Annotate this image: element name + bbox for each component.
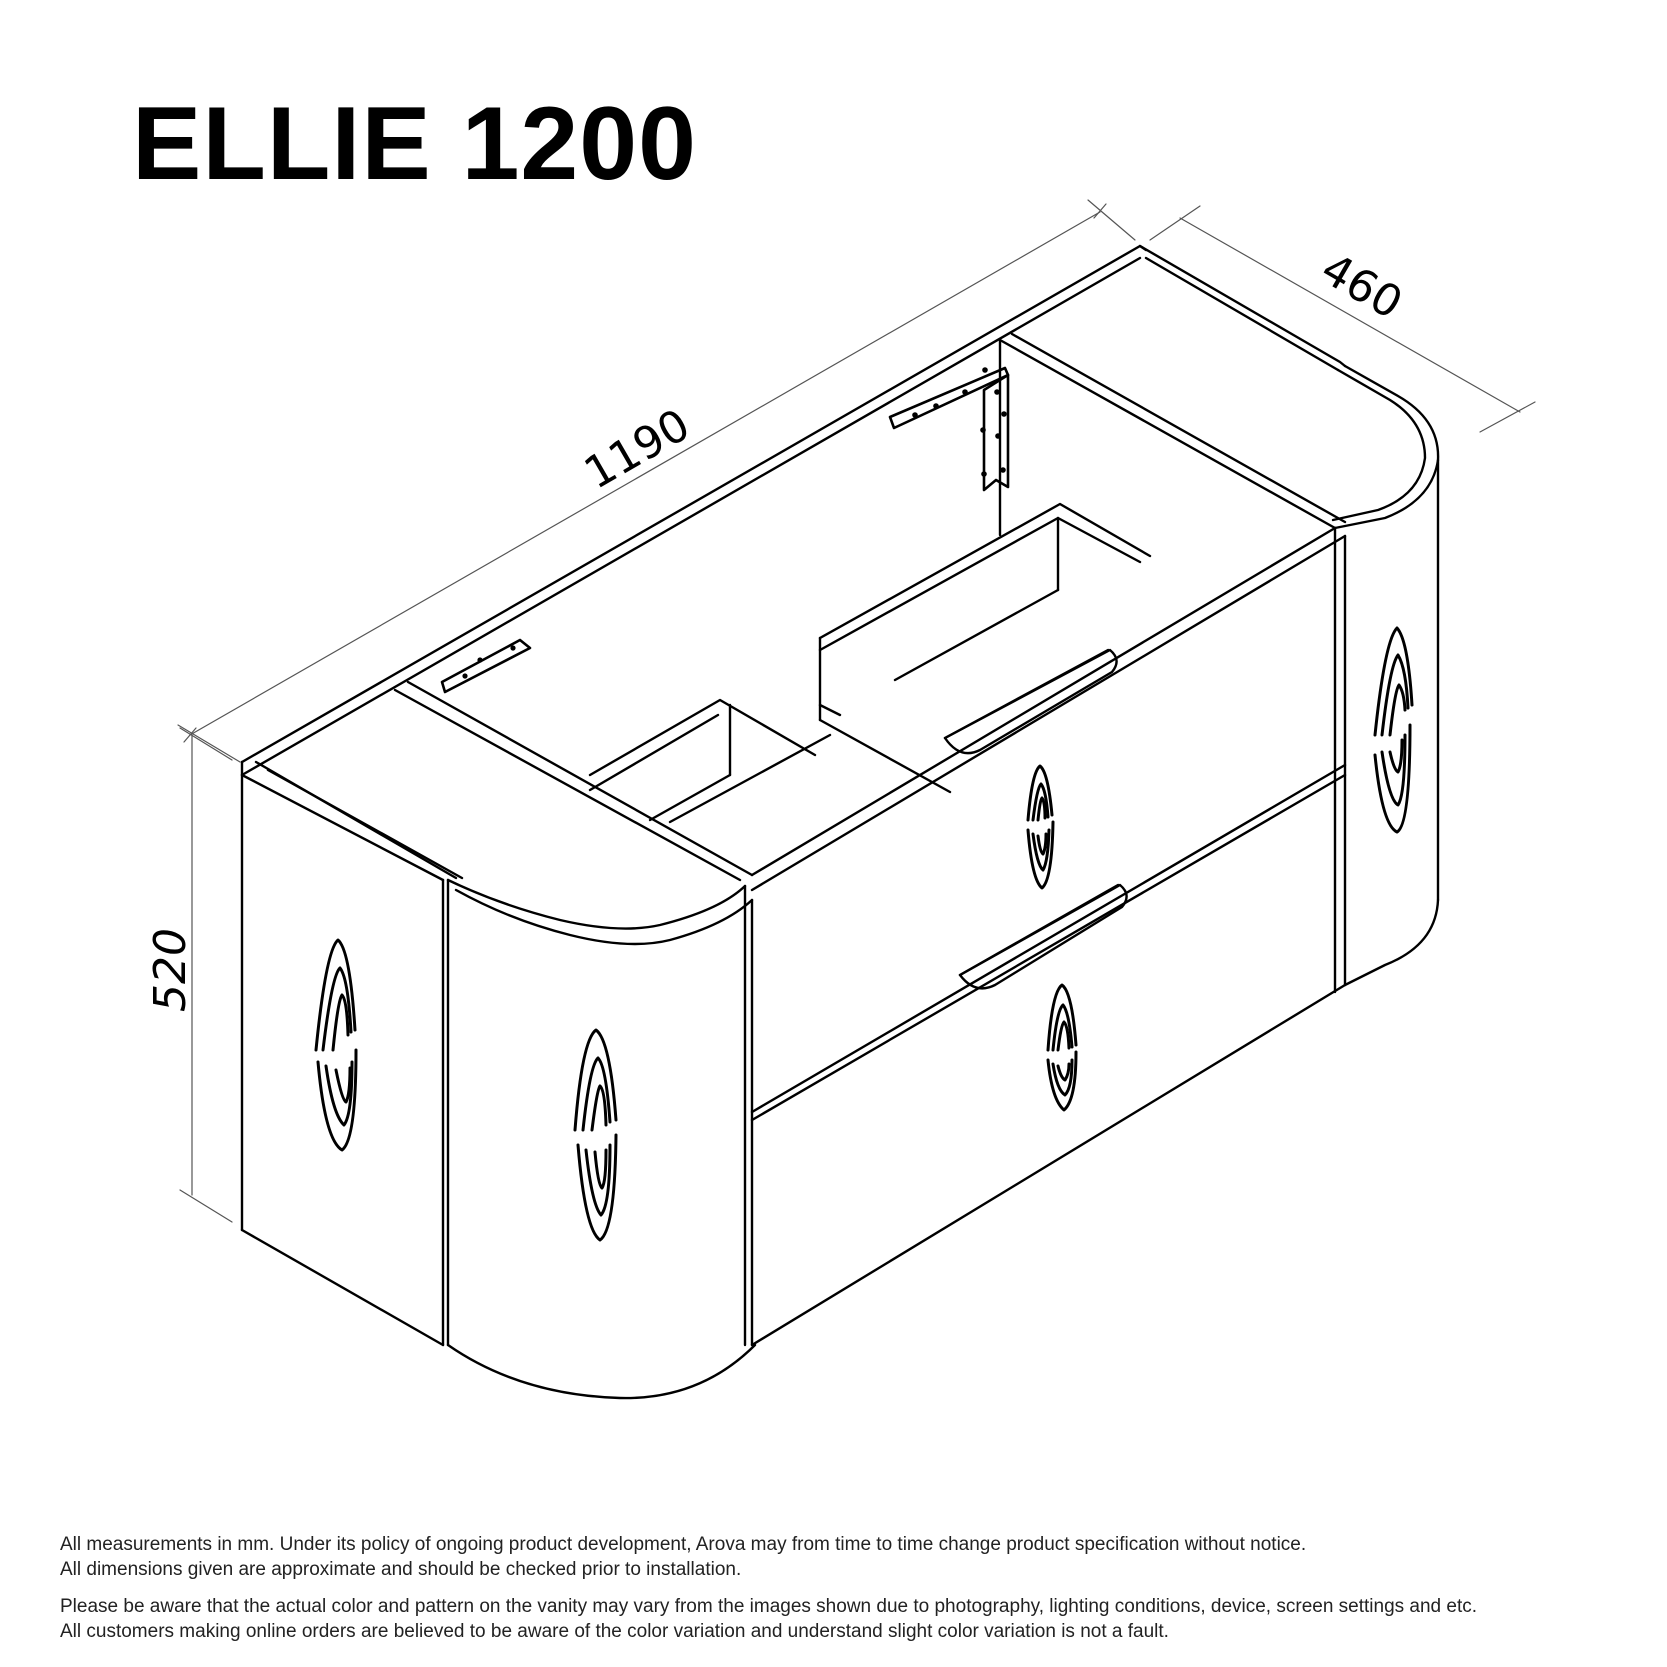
- carved-motif-bottom-drawer: [1046, 983, 1078, 1112]
- carved-motif-left-end: [314, 938, 358, 1152]
- disclaimer-footer: All measurements in mm. Under its policy…: [60, 1532, 1640, 1656]
- cabinet-interior: [588, 332, 1347, 824]
- drawer-handle-bottom: [958, 883, 1128, 990]
- carved-motif-right-end: [1373, 626, 1414, 834]
- depth-dimension-label: 460: [1313, 243, 1411, 329]
- color-note-line2: All customers making online orders are b…: [60, 1621, 1169, 1642]
- carved-motif-front-panel: [573, 1028, 618, 1242]
- dimension-labels: 1190 460 520: [145, 243, 1411, 1012]
- measurement-note-line2: All dimensions given are approximate and…: [60, 1559, 742, 1580]
- width-dimension-label: 1190: [576, 399, 698, 499]
- product-title: ELLIE 1200: [132, 86, 697, 202]
- measurement-note: All measurements in mm. Under its policy…: [60, 1532, 1640, 1582]
- carved-motif-top-drawer: [1026, 764, 1055, 890]
- wall-bracket-left: [440, 638, 532, 694]
- color-variation-note: Please be aware that the actual color an…: [60, 1594, 1640, 1644]
- dimension-lines: [177, 199, 1536, 1223]
- color-note-line1: Please be aware that the actual color an…: [60, 1596, 1478, 1617]
- wall-bracket-right: [888, 366, 1010, 492]
- cabinet-outline: [240, 244, 1440, 1400]
- height-dimension-label: 520: [145, 928, 196, 1012]
- drawer-handle-top: [943, 648, 1118, 755]
- measurement-note-line1: All measurements in mm. Under its policy…: [60, 1534, 1307, 1555]
